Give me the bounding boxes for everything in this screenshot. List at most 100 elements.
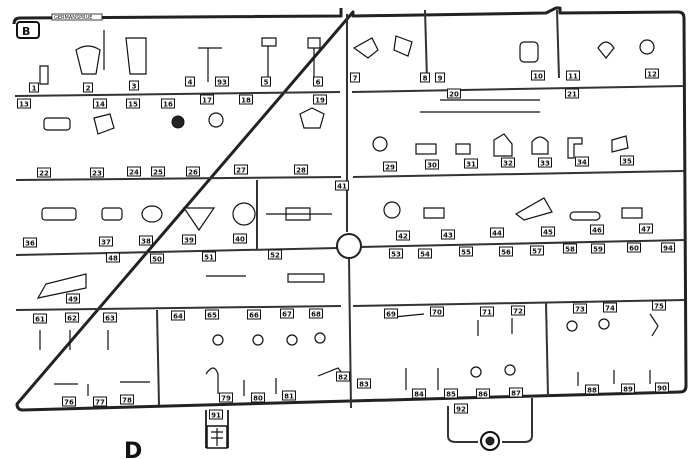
part-tag-76: 76 [62, 396, 76, 407]
part-tag-44: 44 [490, 227, 504, 238]
part-number: 15 [128, 101, 138, 109]
part-number: 12 [647, 71, 657, 79]
part-tag-82: 82 [336, 371, 350, 382]
part-tag-38: 38 [139, 235, 153, 246]
part-number: 76 [64, 399, 74, 407]
part-tag-66: 66 [247, 309, 261, 320]
part-tag-74: 74 [603, 302, 617, 313]
part-tag-68: 68 [309, 308, 323, 319]
part-number: 50 [152, 256, 162, 264]
part-number: 24 [129, 169, 139, 177]
part-number: 40 [235, 236, 245, 244]
part-tag-65: 65 [205, 309, 219, 320]
part-tag-13: 13 [17, 98, 31, 109]
part-tag-81: 81 [282, 390, 296, 401]
part-number: 82 [338, 374, 348, 382]
part-number: 6 [316, 79, 321, 87]
part-number: 71 [482, 309, 492, 317]
part-number: 65 [207, 312, 217, 320]
sprue-tab-91 [205, 410, 229, 449]
part-number: 30 [427, 162, 437, 170]
part-number: 27 [236, 167, 246, 175]
part-tag-92: 92 [454, 403, 468, 414]
part-tag-41: 41 [335, 180, 349, 191]
part-number: 58 [565, 246, 575, 254]
part-tag-22: 22 [37, 167, 51, 178]
part-number: 32 [503, 160, 513, 168]
part-number: 77 [95, 399, 105, 407]
part-number: 51 [204, 254, 214, 262]
part-number: 34 [577, 159, 587, 167]
sprue-center-hub [336, 233, 362, 259]
part-tag-60: 60 [627, 242, 641, 253]
part-tag-59: 59 [591, 243, 605, 254]
part-tag-40: 40 [233, 233, 247, 244]
part-number: 57 [532, 248, 542, 256]
part-number: 47 [641, 226, 651, 234]
horizontal-runners [14, 85, 686, 311]
part-tag-34: 34 [575, 156, 589, 167]
part-number: 31 [466, 161, 476, 169]
part-number: 13 [19, 101, 29, 109]
part-tag-21: 21 [565, 88, 579, 99]
part-number: 90 [657, 385, 667, 393]
part-tag-17: 17 [200, 94, 214, 105]
part-number: 88 [587, 387, 597, 395]
part-number: 22 [39, 170, 49, 178]
part-number: 44 [492, 230, 502, 238]
part-number: 35 [622, 158, 632, 166]
part-number: 38 [141, 238, 151, 246]
part-number: 84 [414, 391, 424, 399]
part-number: 3 [132, 83, 137, 91]
part-tag-1: 1 [29, 82, 39, 93]
part-number: 20 [449, 91, 459, 99]
part-tag-73: 73 [573, 303, 587, 314]
part-number: 79 [221, 395, 231, 403]
part-tag-51: 51 [202, 251, 216, 262]
part-tag-80: 80 [251, 392, 265, 403]
part-tag-27: 27 [234, 164, 248, 175]
part-tag-88: 88 [585, 384, 599, 395]
part-tag-47: 47 [639, 223, 653, 234]
part-tag-39: 39 [182, 234, 196, 245]
part-tag-50: 50 [150, 253, 164, 264]
part-tag-8: 8 [420, 72, 430, 83]
part-number: 81 [284, 393, 294, 401]
part-number: 10 [533, 73, 543, 81]
brand-text: GERMANSPRUE [54, 15, 92, 21]
part-tag-69: 69 [384, 308, 398, 319]
part-tag-23: 23 [90, 167, 104, 178]
part-tag-48: 48 [106, 252, 120, 263]
part-tag-55: 55 [459, 246, 473, 257]
part-number: 85 [446, 391, 456, 399]
part-number: 62 [67, 315, 77, 323]
part-tag-91: 91 [209, 409, 223, 420]
part-number: 7 [353, 75, 358, 83]
part-number: 46 [592, 227, 602, 235]
sprue-outer-frame [12, 6, 688, 412]
part-number: 60 [629, 245, 639, 253]
part-number: 26 [188, 169, 198, 177]
part-number: 11 [568, 73, 578, 81]
part-tag-24: 24 [127, 166, 141, 177]
part-tag-19: 19 [313, 94, 327, 105]
part-tag-7: 7 [350, 72, 360, 83]
part-number: 66 [249, 312, 259, 320]
part-number: 91 [211, 412, 221, 420]
part-tag-30: 30 [425, 159, 439, 170]
sprue-letter: B [22, 25, 30, 38]
part-number: 4 [188, 79, 193, 87]
part-tag-67: 67 [280, 308, 294, 319]
part-tag-32: 32 [501, 157, 515, 168]
part-tag-56: 56 [499, 246, 513, 257]
part-number: 19 [315, 97, 325, 105]
part-number: 52 [270, 252, 280, 260]
part-tag-42: 42 [396, 230, 410, 241]
part-tag-72: 72 [511, 305, 525, 316]
part-tag-85: 85 [444, 388, 458, 399]
part-tag-28: 28 [294, 164, 308, 175]
part-tag-16: 16 [161, 98, 175, 109]
part-number: 72 [513, 308, 523, 316]
vertical-runners [156, 9, 560, 409]
part-tag-9: 9 [435, 72, 445, 83]
